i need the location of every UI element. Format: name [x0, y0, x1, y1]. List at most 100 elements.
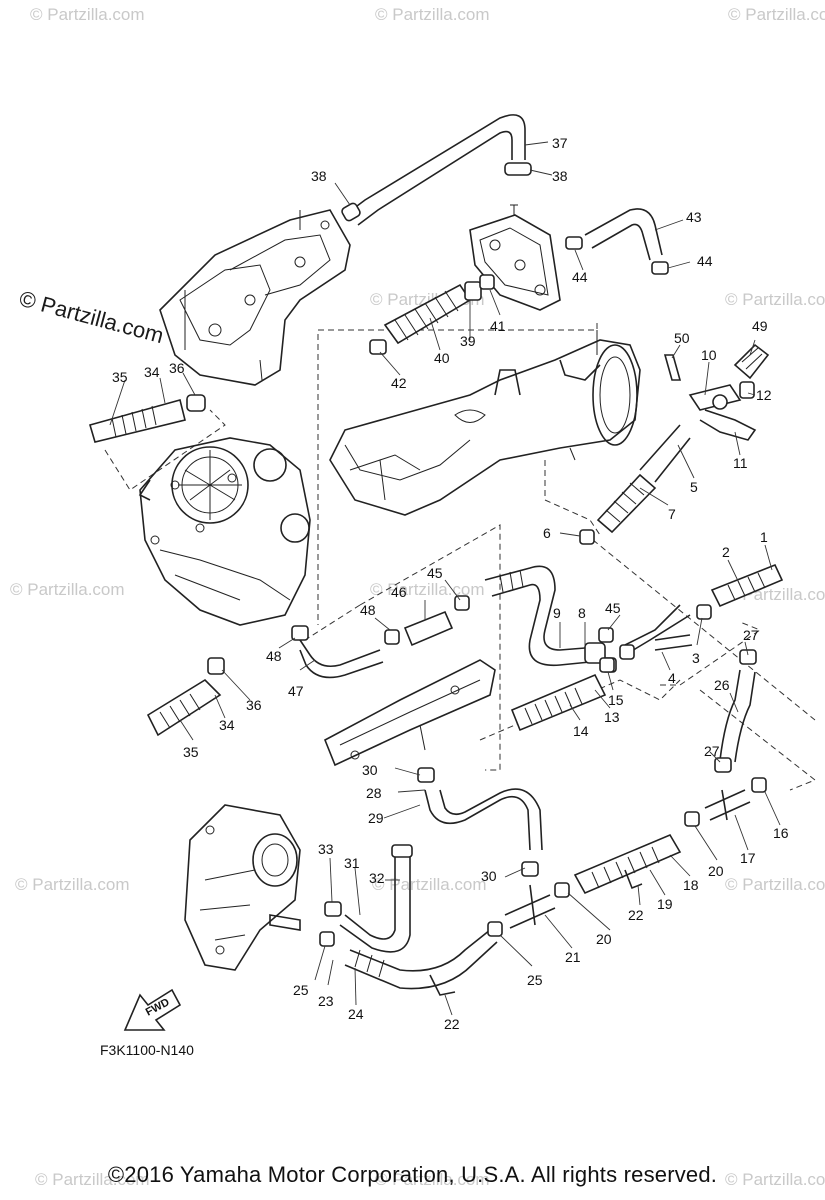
callout-numbers: 1 2 3 4 5 6 7 8 9 10 11 12 13 14 15 16 1…: [112, 135, 789, 1032]
callout-39: 39: [460, 333, 476, 349]
watermark: © Partzilla.com: [372, 875, 487, 894]
hose-32: [324, 844, 413, 953]
callout-36: 36: [169, 360, 185, 376]
watermark: © Partzilla.com: [10, 580, 125, 599]
callout-1: 1: [760, 529, 768, 545]
exhaust-chamber-housing: [469, 204, 561, 311]
bellows-34-35-lower: [146, 657, 225, 737]
callout-27: 27: [743, 627, 759, 643]
callout-34b: 34: [219, 717, 235, 733]
hose-9: [484, 565, 606, 667]
callout-38b: 38: [552, 168, 568, 184]
callout-14: 14: [573, 723, 589, 739]
watermark: © Partzilla.com: [30, 5, 145, 24]
callout-37: 37: [552, 135, 568, 151]
watermark: © Partzilla.com: [375, 1170, 490, 1189]
bracket-10-11: [688, 381, 757, 441]
callout-26: 26: [714, 677, 730, 693]
callout-3: 3: [692, 650, 700, 666]
callout-22: 22: [628, 907, 644, 923]
fwd-arrow: FWD: [123, 988, 182, 1031]
callout-46: 46: [391, 584, 407, 600]
callout-38: 38: [311, 168, 327, 184]
bellows-19: [573, 811, 700, 895]
fwd-label: FWD: [144, 996, 172, 1018]
leader-lines: [109, 141, 781, 1016]
callout-20b: 20: [596, 931, 612, 947]
callout-20: 20: [708, 863, 724, 879]
callout-49: 49: [752, 318, 768, 334]
callout-16: 16: [773, 825, 789, 841]
callout-45b: 45: [605, 600, 621, 616]
callout-27b: 27: [704, 743, 720, 759]
callout-11: 11: [733, 455, 748, 471]
hose-43: [565, 208, 669, 275]
callout-2: 2: [722, 544, 730, 560]
callout-29: 29: [368, 810, 384, 826]
bellows-14: [510, 657, 615, 732]
watermark: © Partzilla.com: [725, 1170, 825, 1189]
dashed-guides: [104, 323, 816, 791]
hose-29: [417, 767, 543, 877]
callout-22b: 22: [444, 1016, 460, 1032]
watermark: © Partzilla.com: [725, 290, 825, 309]
callout-25b: 25: [527, 972, 543, 988]
callout-45: 45: [427, 565, 443, 581]
callout-30: 30: [362, 762, 378, 778]
callout-41: 41: [490, 318, 506, 334]
callout-44b: 44: [697, 253, 713, 269]
callout-43: 43: [686, 209, 702, 225]
nozzle-50: [663, 354, 682, 381]
bellows-2: [696, 563, 784, 620]
callout-30b: 30: [481, 868, 497, 884]
callout-9: 9: [553, 605, 561, 621]
callout-24: 24: [348, 1006, 364, 1022]
callout-13: 13: [604, 709, 620, 725]
callout-32: 32: [369, 870, 385, 886]
callout-34: 34: [144, 364, 160, 380]
lower-exhaust-pipe: [323, 659, 496, 767]
callout-31: 31: [344, 855, 360, 871]
callout-5: 5: [690, 479, 698, 495]
callout-19: 19: [657, 896, 673, 912]
jet-pump-housing: [138, 437, 311, 626]
callout-28: 28: [366, 785, 382, 801]
hose-47: [291, 625, 384, 679]
hose-26: [714, 649, 757, 773]
callout-47: 47: [288, 683, 304, 699]
copyright-text: ©2016 Yamaha Motor Corporation, U.S.A. A…: [107, 1162, 718, 1187]
callout-21: 21: [565, 949, 581, 965]
callout-12: 12: [756, 387, 772, 403]
callout-33: 33: [318, 841, 334, 857]
exhaust-pipe-body: [329, 330, 641, 516]
hose-24: [319, 921, 503, 996]
callout-23: 23: [318, 993, 334, 1009]
fitting-46: [384, 595, 470, 647]
bellows-34-35-upper: [89, 394, 206, 443]
clamp-38-top: [341, 162, 532, 222]
callout-8: 8: [578, 605, 586, 621]
water-box: [184, 804, 301, 971]
t-joint-17: [704, 777, 767, 821]
partzilla-watermark: © Partzilla.com: [17, 286, 167, 349]
callout-42: 42: [391, 375, 407, 391]
callout-50: 50: [674, 330, 690, 346]
t-joint-21: [504, 882, 570, 929]
watermark: © Partzilla.com: [725, 875, 825, 894]
callout-25: 25: [293, 982, 309, 998]
callout-48: 48: [360, 602, 376, 618]
callout-44: 44: [572, 269, 588, 285]
hose-37: [344, 114, 526, 226]
callout-48b: 48: [266, 648, 282, 664]
bellows-7: [579, 424, 691, 545]
watermark: © Partzilla.com: [35, 1170, 150, 1189]
callout-18: 18: [683, 877, 699, 893]
callout-6: 6: [543, 525, 551, 541]
callout-4: 4: [668, 670, 676, 686]
watermark: © Partzilla.com: [728, 5, 825, 24]
callout-40: 40: [434, 350, 450, 366]
callout-17: 17: [740, 850, 756, 866]
callout-36b: 36: [246, 697, 262, 713]
exhaust-manifold: [159, 209, 351, 386]
